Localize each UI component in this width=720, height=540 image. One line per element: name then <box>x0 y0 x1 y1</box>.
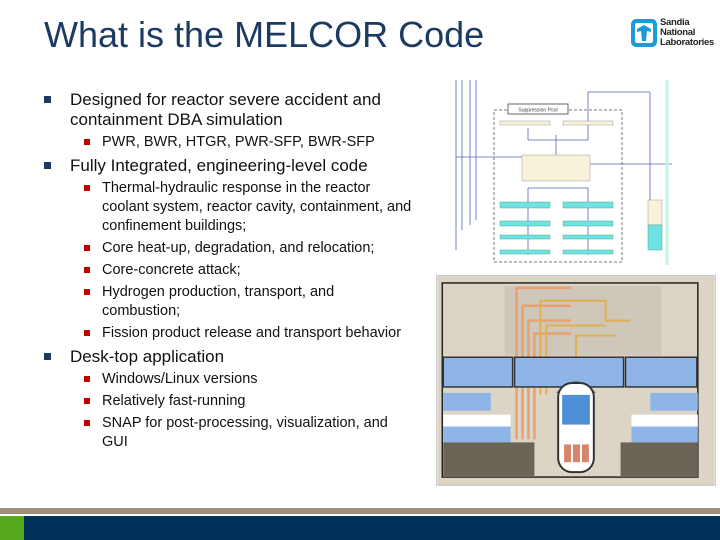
sub-bullet: Core-concrete attack; <box>84 261 416 280</box>
bullet-list: Designed for reactor severe accident and… <box>44 86 416 452</box>
sub-bullet: SNAP for post-processing, visualization,… <box>84 414 416 452</box>
logo-line: Laboratories <box>660 37 714 48</box>
sandia-logo: Sandia National Laboratories <box>631 18 714 48</box>
plant-visualization <box>436 275 716 486</box>
bullet: Desk-top application <box>44 347 416 367</box>
footer-bar <box>0 516 720 540</box>
sub-bullet: Fission product release and transport be… <box>84 324 416 343</box>
sub-bullet: Thermal-hydraulic response in the reacto… <box>84 179 416 236</box>
thunderbird-icon <box>631 19 657 47</box>
logo-line: National <box>660 27 696 38</box>
sub-bullet: PWR, BWR, HTGR, PWR-SFP, BWR-SFP <box>84 133 416 152</box>
bullet: Designed for reactor severe accident and… <box>44 90 416 130</box>
slide-title: What is the MELCOR Code <box>44 14 485 55</box>
sub-bullet: Relatively fast-running <box>84 392 416 411</box>
sub-bullet: Hydrogen production, transport, and comb… <box>84 283 416 321</box>
sub-bullet: Core heat-up, degradation, and relocatio… <box>84 239 416 258</box>
footer-accent-bar <box>0 508 720 514</box>
suppression-pool-label: Suppression Pool <box>518 108 557 114</box>
sub-bullet: Windows/Linux versions <box>84 370 416 389</box>
nodalization-diagram: Suppression Pool <box>455 80 672 265</box>
footer-green-block <box>0 516 24 540</box>
logo-line: Sandia <box>660 17 690 28</box>
bullet: Fully Integrated, engineering-level code <box>44 156 416 176</box>
